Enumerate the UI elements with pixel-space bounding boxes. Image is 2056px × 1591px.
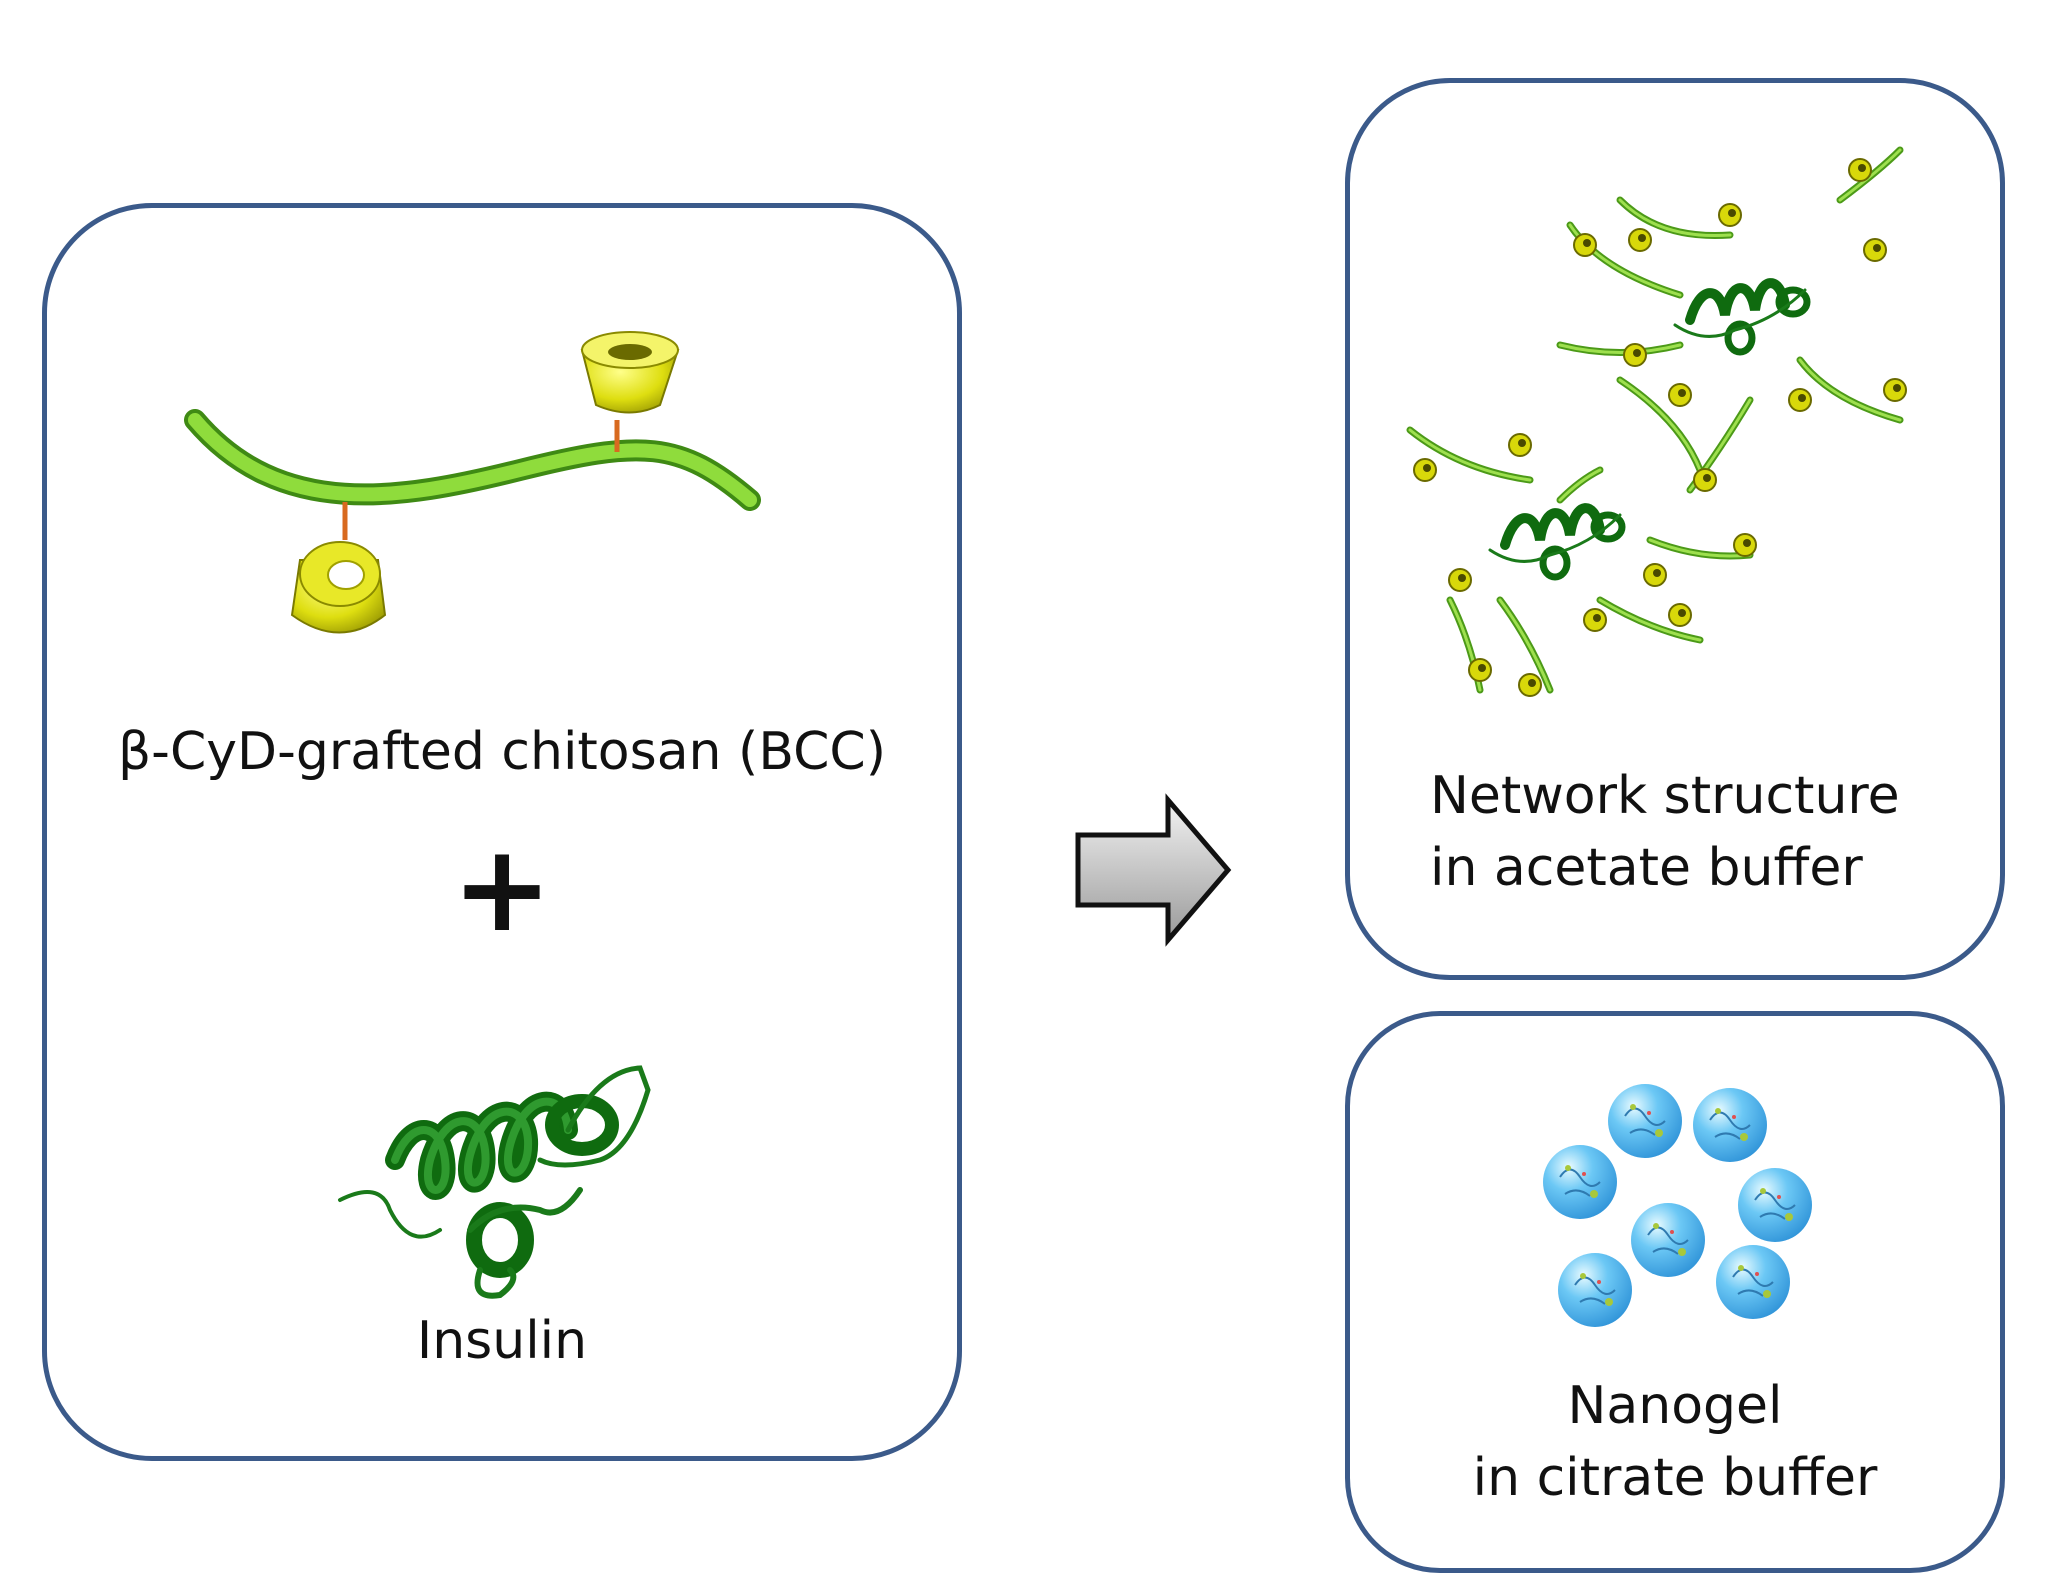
bcc-label: β-CyD-grafted chitosan (BCC) <box>118 722 886 782</box>
network-label-line1: Network structure <box>1430 766 1900 826</box>
plus-symbol: + <box>451 820 553 959</box>
nanogel-label-line2: in citrate buffer <box>1472 1448 1878 1508</box>
insulin-label: Insulin <box>416 1311 588 1371</box>
nanogel-label-line1: Nanogel <box>1567 1376 1783 1436</box>
network-label-line2: in acetate buffer <box>1430 838 1863 898</box>
arrow-right-icon <box>1075 793 1232 947</box>
